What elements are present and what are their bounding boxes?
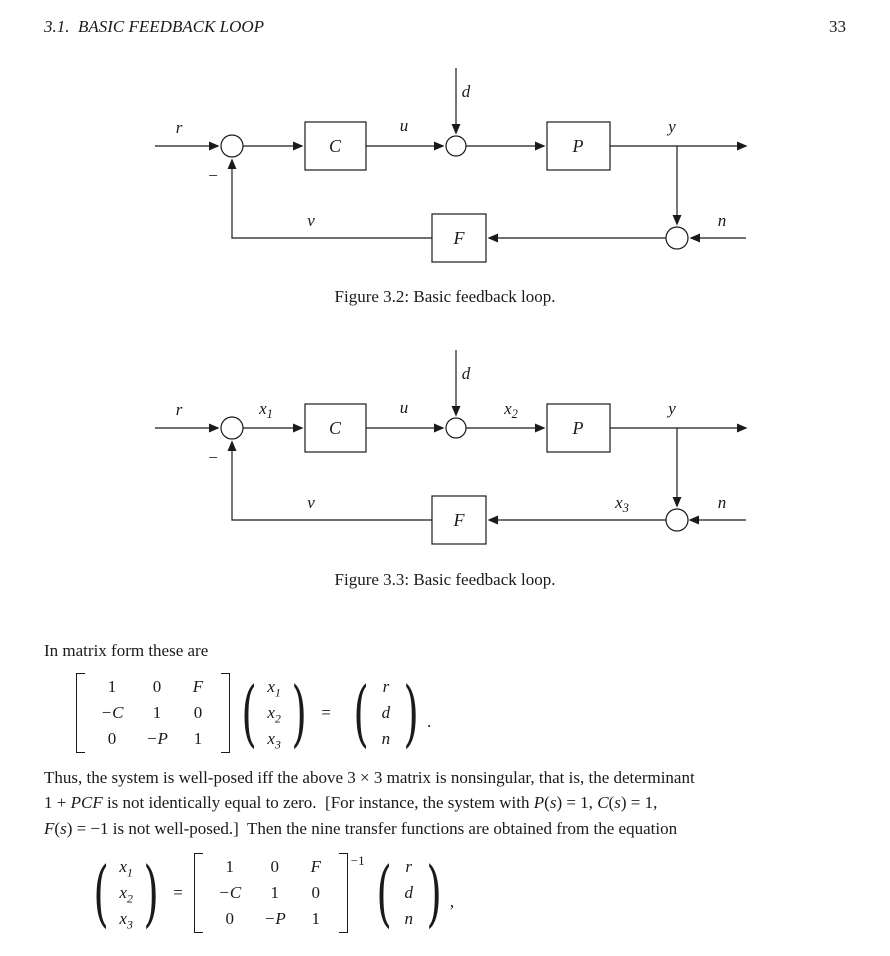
right-square-bracket (221, 673, 230, 753)
fig33-minus-sign: − (208, 448, 218, 467)
fig33-signal-v-label: v (307, 493, 315, 512)
matrix-equation-2: ( x1 x2 x3 ) = 1 0 F −C 1 0 0 −P 1 −1 ( … (90, 851, 454, 935)
figure-3-2-diagram: r u d y v n − C P F (155, 68, 748, 263)
fig32-feedback-label: F (453, 228, 466, 248)
matrix-cell: 1 (311, 909, 321, 928)
matrix-cell: 1 (193, 729, 203, 748)
equals-sign: = (321, 703, 331, 722)
state-vector: ( x1 x2 x3 ) (93, 851, 159, 935)
fig32-feedback-wire (227, 158, 432, 239)
fig33-summing-junction-1 (220, 416, 244, 440)
fig32-signal-u-label: u (400, 116, 409, 135)
system-matrix: 1 0 F −C 1 0 0 −P 1 (203, 851, 339, 935)
right-paren: ) (291, 671, 307, 755)
fig32-signal-y-label: y (666, 117, 676, 136)
intro-sentence: In matrix form these are (44, 641, 209, 660)
matrix-cell: 1 (152, 703, 162, 722)
matrix-cell: 0 (311, 883, 321, 902)
end-punctuation: , (449, 891, 455, 911)
fig32-summing-junction-1 (220, 134, 244, 158)
fig33-signal-x2-label: x2 (503, 399, 518, 421)
matrix-cell: 0 (193, 703, 203, 722)
paragraph-line: Thus, the system is well-posed iff the a… (44, 768, 695, 787)
fig32-summing-junction-2 (445, 135, 467, 157)
end-punctuation: . (426, 711, 432, 731)
well-posedness-paragraph: Thus, the system is well-posed iff the a… (44, 765, 856, 841)
fig33-signal-r-label: r (176, 400, 183, 419)
fig33-signal-n-label: n (718, 493, 727, 512)
paragraph-line: 1 + PCF is not identically equal to zero… (44, 793, 658, 813)
figure-3-3-caption: Figure 3.3: Basic feedback loop. (334, 570, 556, 589)
matrix-cell: −C (218, 883, 242, 902)
page-number: 33 (829, 17, 846, 36)
paragraph-line: F(s) = −1 is not well-posed.] Then the n… (44, 818, 678, 838)
fig32-plant-label: P (572, 136, 584, 156)
matrix-cell: −P (146, 729, 168, 748)
right-paren: ) (426, 851, 442, 935)
fig32-signal-v-label: v (307, 211, 315, 230)
figure-3-2-caption: Figure 3.2: Basic feedback loop. (334, 287, 556, 306)
left-square-bracket (76, 673, 85, 753)
matrix-cell: 0 (107, 729, 117, 748)
fig32-signal-n-label: n (718, 211, 727, 230)
fig33-signal-x3-label: x3 (614, 493, 629, 515)
matrix-cell: 0 (225, 909, 235, 928)
fig33-summing-junction-3 (665, 508, 689, 532)
left-paren: ( (375, 851, 392, 935)
matrix-equation-1: 1 0 F −C 1 0 0 −P 1 ( x1 x2 x3 ) = ( r d (76, 671, 431, 755)
matrix-cell: 1 (107, 677, 117, 696)
fig33-signal-y-label: y (666, 399, 676, 418)
input-vector: ( r d n ) (353, 671, 419, 755)
matrix-cell: 0 (270, 857, 280, 876)
right-square-bracket (338, 853, 348, 933)
equals-sign: = (173, 883, 183, 902)
inverse-exponent: −1 (350, 853, 365, 868)
fig33-signal-u-label: u (400, 398, 409, 417)
left-paren: ( (241, 671, 257, 755)
left-square-bracket (193, 853, 203, 933)
matrix-cell: −C (100, 703, 124, 722)
fig32-signal-d-label: d (462, 82, 471, 101)
matrix-cell: F (192, 677, 204, 696)
fig33-signal-d-label: d (462, 364, 471, 383)
fig33-wires (155, 350, 748, 545)
matrix-cell: 1 (270, 883, 280, 902)
right-paren: ) (403, 671, 419, 755)
matrix-cell: F (310, 857, 321, 876)
state-vector: ( x1 x2 x3 ) (241, 671, 307, 755)
fig32-wires (155, 68, 748, 263)
input-vector: ( r d n ) (375, 851, 442, 935)
right-paren: ) (143, 851, 159, 935)
matrix-cell: −P (263, 909, 286, 928)
fig33-signal-x1-label: x1 (258, 399, 273, 421)
fig33-summing-junction-2 (445, 417, 467, 439)
fig32-signal-r-label: r (176, 118, 183, 137)
fig32-controller-label: C (329, 136, 342, 156)
matrix-cell: 1 (225, 857, 235, 876)
fig33-plant-label: P (572, 418, 584, 438)
system-matrix: 1 0 F −C 1 0 0 −P 1 (85, 671, 221, 755)
fig33-controller-label: C (329, 418, 342, 438)
fig33-feedback-wire (227, 440, 432, 521)
left-paren: ( (353, 671, 369, 755)
left-paren: ( (93, 851, 109, 935)
section-header: 3.1. BASIC FEEDBACK LOOP (44, 17, 265, 36)
fig32-minus-sign: − (208, 166, 218, 185)
figure-3-3-diagram: r x1 u d x2 y v x3 n − C P F (155, 350, 748, 545)
matrix-cell: 0 (152, 677, 162, 696)
fig33-feedback-label: F (453, 510, 466, 530)
fig32-summing-junction-3 (665, 226, 689, 250)
